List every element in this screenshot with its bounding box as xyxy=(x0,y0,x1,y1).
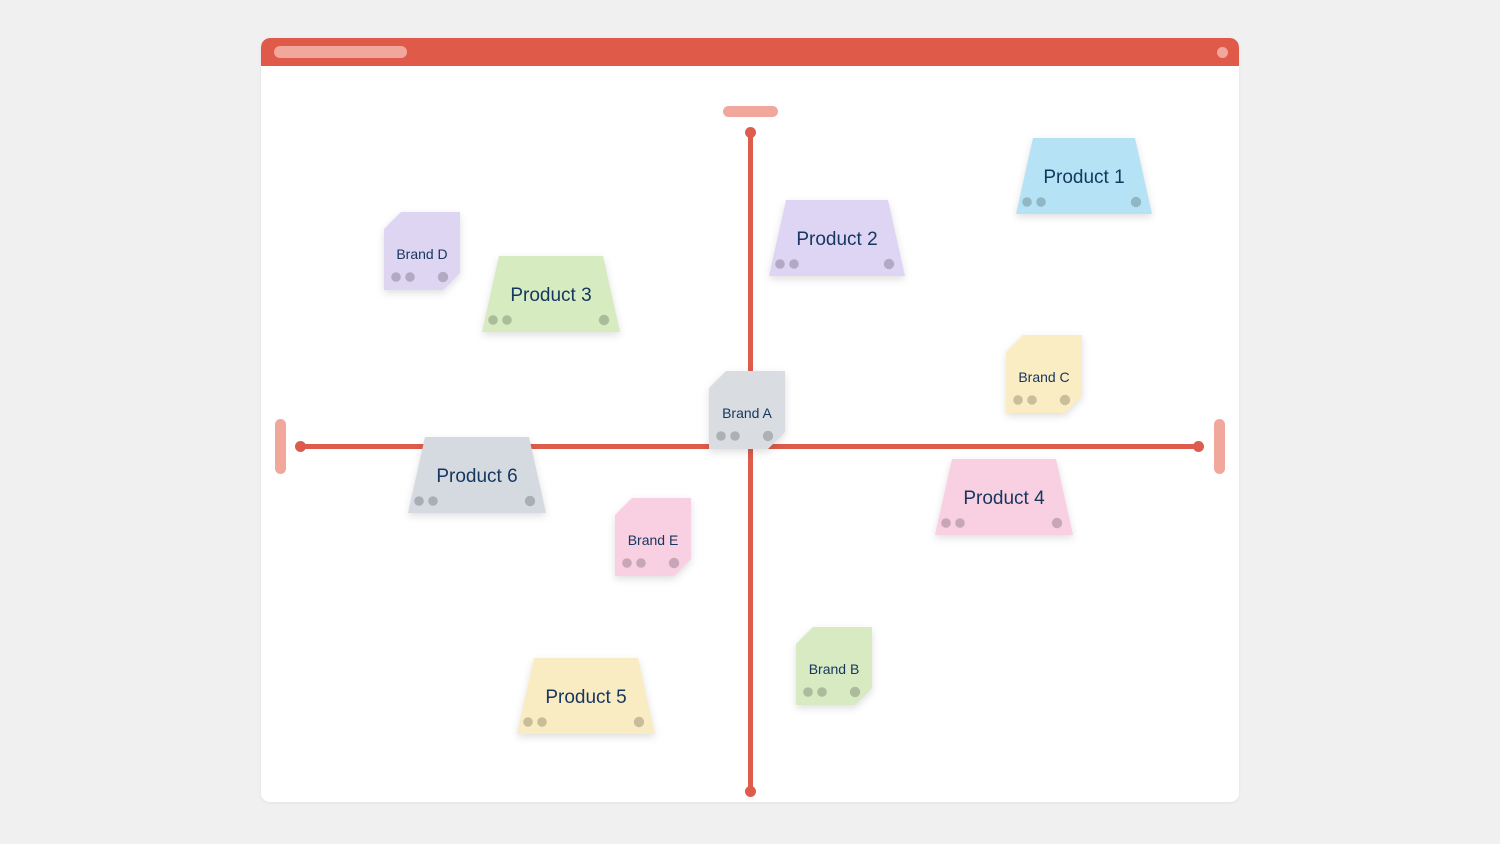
card-shape-chamfered-square xyxy=(709,371,785,449)
card-shape-chamfered-square xyxy=(384,212,460,290)
card-dot-icon xyxy=(762,430,774,442)
axis-cap-top[interactable] xyxy=(723,106,778,117)
map-card-brand-b[interactable]: Brand B xyxy=(795,626,873,706)
map-card-product-1[interactable]: Product 1 xyxy=(1014,136,1154,216)
card-dot-icon xyxy=(1027,395,1037,405)
card-dot-icon xyxy=(730,431,740,441)
card-dot-icon xyxy=(622,558,632,568)
axis-cap-left[interactable] xyxy=(275,419,286,474)
window-menu-dot-icon[interactable] xyxy=(1217,47,1228,58)
card-shape-chamfered-square xyxy=(1006,335,1082,413)
card-shape-trapezoid xyxy=(482,256,620,332)
card-shape-trapezoid xyxy=(769,200,905,276)
card-shape-chamfered-square xyxy=(796,627,872,705)
card-dot-icon xyxy=(598,314,610,326)
card-dot-icon xyxy=(437,271,449,283)
card-body xyxy=(709,371,785,449)
map-card-product-6[interactable]: Product 6 xyxy=(406,435,548,515)
window-title-placeholder[interactable] xyxy=(274,46,407,58)
map-card-product-2[interactable]: Product 2 xyxy=(767,198,907,278)
card-dot-icon xyxy=(941,518,951,528)
map-card-product-3[interactable]: Product 3 xyxy=(480,254,622,334)
map-card-brand-c[interactable]: Brand C xyxy=(1005,334,1083,414)
vertical-axis[interactable] xyxy=(748,132,753,792)
axis-endpoint-bottom-handle[interactable] xyxy=(745,786,756,797)
map-card-brand-a[interactable]: Brand A xyxy=(708,370,786,450)
card-dot-icon xyxy=(1130,196,1142,208)
card-dot-icon xyxy=(716,431,726,441)
card-dot-icon xyxy=(955,518,965,528)
card-dot-icon xyxy=(1036,197,1046,207)
card-dot-icon xyxy=(668,557,680,569)
map-card-brand-d[interactable]: Brand D xyxy=(383,211,461,291)
card-shape-chamfered-square xyxy=(615,498,691,576)
card-dot-icon xyxy=(1022,197,1032,207)
axis-endpoint-right-handle[interactable] xyxy=(1193,441,1204,452)
axis-cap-right[interactable] xyxy=(1214,419,1225,474)
card-dot-icon xyxy=(524,495,536,507)
card-dot-icon xyxy=(537,717,547,727)
card-shape-trapezoid xyxy=(517,658,655,734)
card-dot-icon xyxy=(883,258,895,270)
card-body xyxy=(615,498,691,576)
card-dot-icon xyxy=(775,259,785,269)
card-dot-icon xyxy=(817,687,827,697)
card-body xyxy=(1016,138,1152,214)
card-shape-trapezoid xyxy=(935,459,1073,535)
map-canvas[interactable]: Product 1 Product 2 Product 3 Product 4 Prod… xyxy=(261,66,1239,802)
card-body xyxy=(769,200,905,276)
card-dot-icon xyxy=(1051,517,1063,529)
map-card-brand-e[interactable]: Brand E xyxy=(614,497,692,577)
card-body xyxy=(408,437,546,513)
card-body xyxy=(482,256,620,332)
card-body xyxy=(517,658,655,734)
map-card-product-5[interactable]: Product 5 xyxy=(515,656,657,736)
card-dot-icon xyxy=(428,496,438,506)
card-dot-icon xyxy=(1059,394,1071,406)
card-dot-icon xyxy=(849,686,861,698)
card-body xyxy=(1006,335,1082,413)
card-dot-icon xyxy=(405,272,415,282)
card-dot-icon xyxy=(523,717,533,727)
card-dot-icon xyxy=(488,315,498,325)
window-titlebar[interactable] xyxy=(261,38,1239,66)
axis-endpoint-left-handle[interactable] xyxy=(295,441,306,452)
card-shape-trapezoid xyxy=(1016,138,1152,214)
card-dot-icon xyxy=(502,315,512,325)
card-body xyxy=(935,459,1073,535)
card-body xyxy=(384,212,460,290)
card-dot-icon xyxy=(414,496,424,506)
card-dot-icon xyxy=(636,558,646,568)
card-shape-trapezoid xyxy=(408,437,546,513)
card-dot-icon xyxy=(1013,395,1023,405)
map-card-product-4[interactable]: Product 4 xyxy=(933,457,1075,537)
card-dot-icon xyxy=(633,716,645,728)
card-dot-icon xyxy=(391,272,401,282)
app-window: Product 1 Product 2 Product 3 Product 4 Prod… xyxy=(261,38,1239,802)
axis-endpoint-top-handle[interactable] xyxy=(745,127,756,138)
card-body xyxy=(796,627,872,705)
card-dot-icon xyxy=(803,687,813,697)
card-dot-icon xyxy=(789,259,799,269)
